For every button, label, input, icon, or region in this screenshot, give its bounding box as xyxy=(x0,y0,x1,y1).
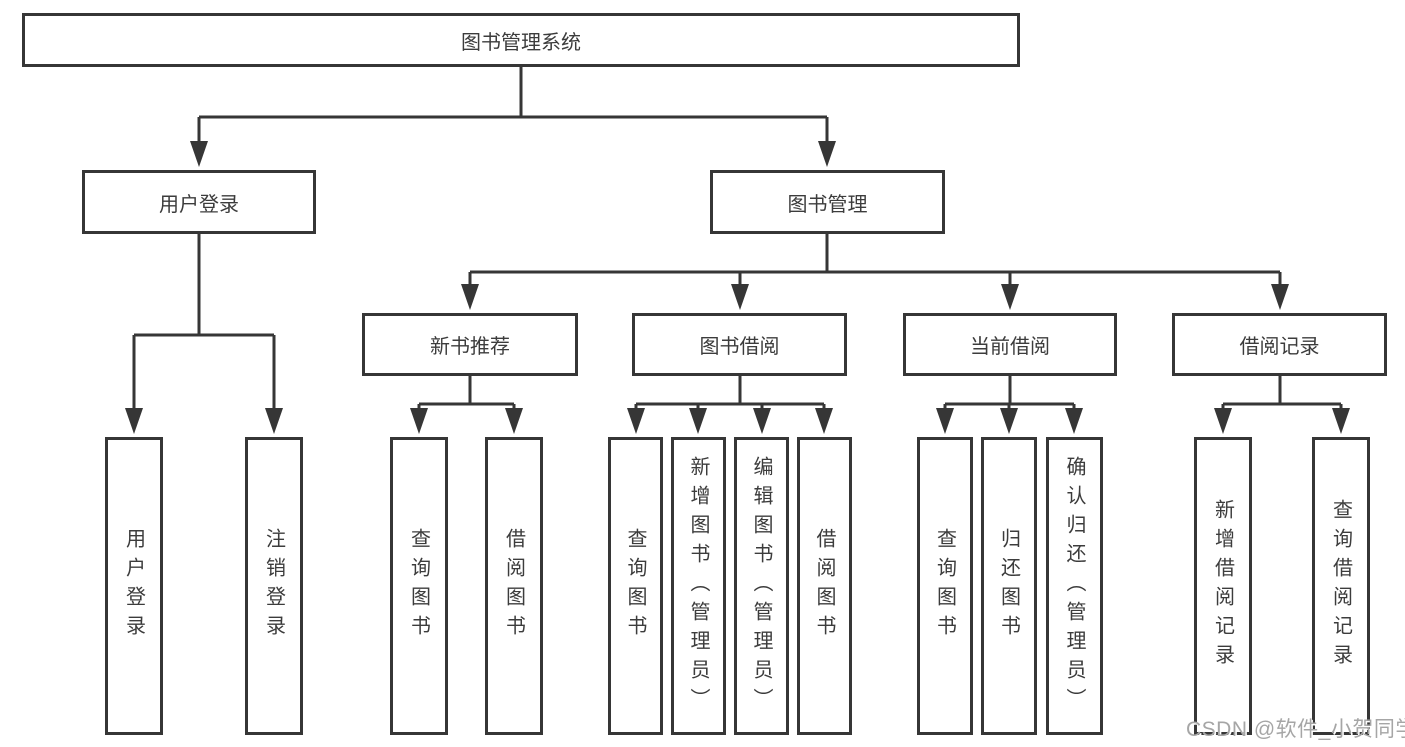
node-root-system: 图书管理系统 xyxy=(22,13,1020,67)
leaf-br-query-record: 查询借阅记录 xyxy=(1312,437,1370,735)
leaf-br-add-record: 新增借阅记录 xyxy=(1194,437,1252,735)
csdn-watermark: CSDN @软件_小贺同学 xyxy=(1186,718,1405,741)
leaf-nb-query-books: 查询图书 xyxy=(390,437,448,735)
arrowheads xyxy=(125,141,1350,434)
leaf-bb-query-books: 查询图书 xyxy=(608,437,663,735)
leaf-bb-edit-books-admin: 编辑图书（管理员） xyxy=(734,437,789,735)
leaf-cb-confirm-return-admin: 确认归还（管理员） xyxy=(1046,437,1103,735)
leaf-nb-borrow-books: 借阅图书 xyxy=(485,437,543,735)
node-borrow-records: 借阅记录 xyxy=(1172,313,1387,376)
leaf-cb-query-books: 查询图书 xyxy=(917,437,973,735)
node-current-borrow: 当前借阅 xyxy=(903,313,1117,376)
leaf-logout: 注销登录 xyxy=(245,437,303,735)
leaf-bb-add-books-admin: 新增图书（管理员） xyxy=(671,437,726,735)
leaf-cb-return-books: 归还图书 xyxy=(981,437,1037,735)
node-book-borrow: 图书借阅 xyxy=(632,313,847,376)
leaf-bb-borrow-books: 借阅图书 xyxy=(797,437,852,735)
leaf-user-login: 用户登录 xyxy=(105,437,163,735)
node-user-login: 用户登录 xyxy=(82,170,316,234)
node-new-book-recommend: 新书推荐 xyxy=(362,313,578,376)
node-book-management: 图书管理 xyxy=(710,170,945,234)
